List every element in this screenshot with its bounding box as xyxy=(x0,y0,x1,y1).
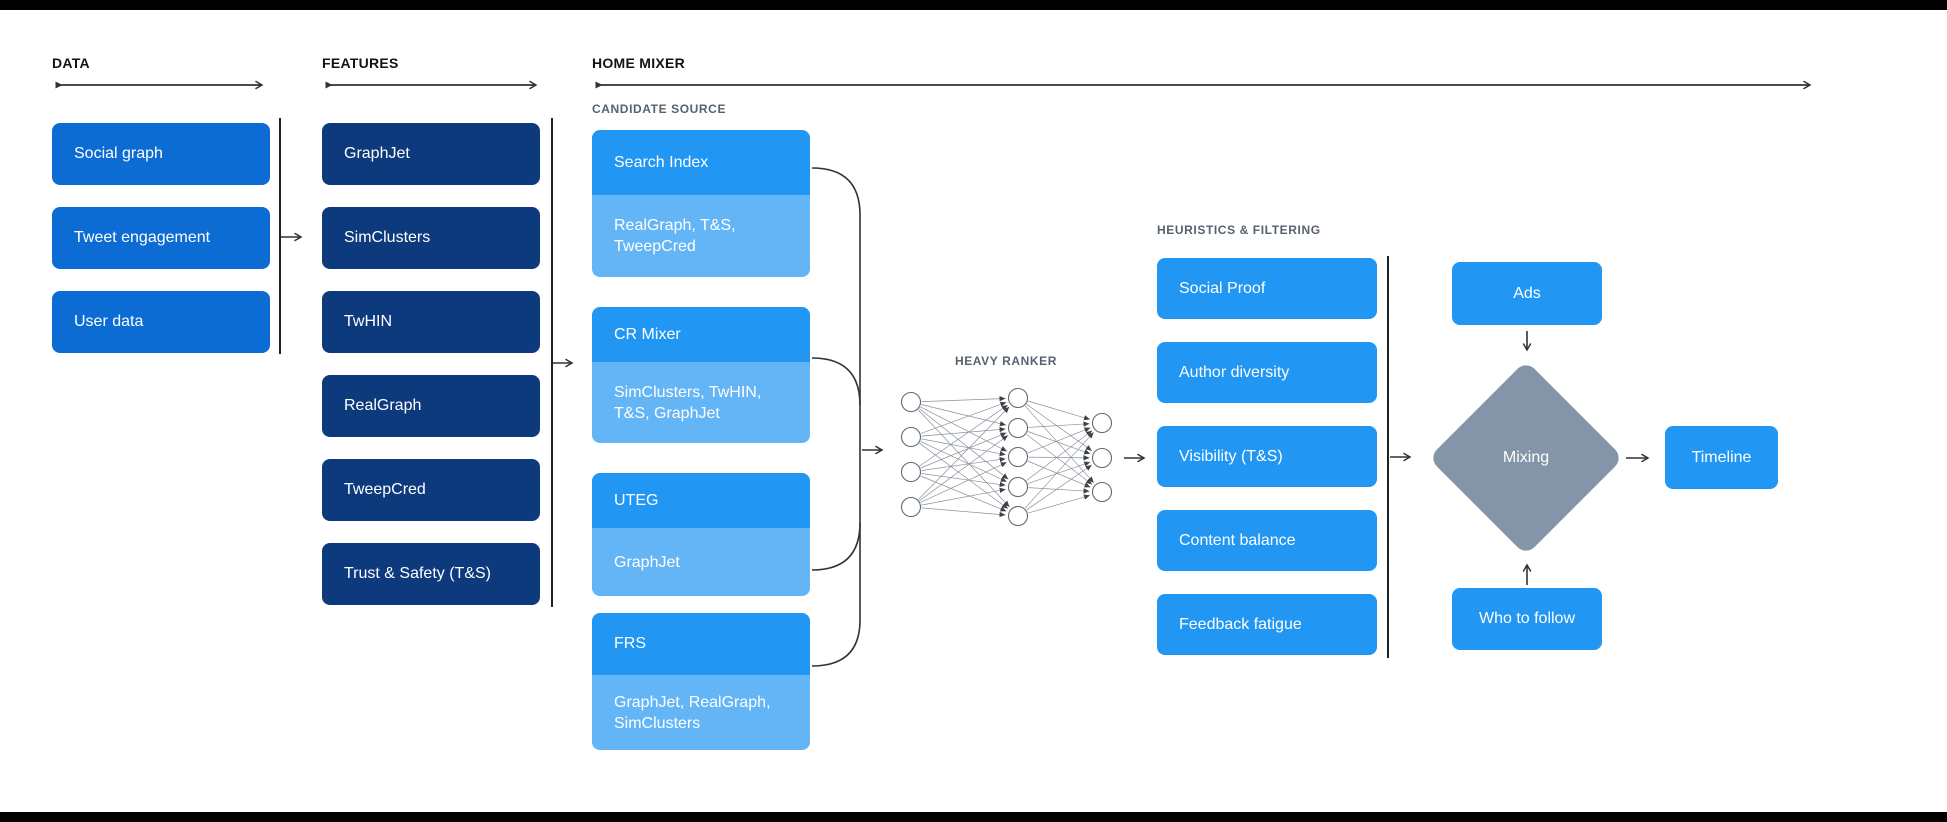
node-graphjet: GraphJet xyxy=(322,123,540,185)
bottom-letterbox-bar xyxy=(0,812,1947,822)
node-twhin: TwHIN xyxy=(322,291,540,353)
node-timeline: Timeline xyxy=(1665,426,1778,489)
node-search-index: Search Index RealGraph, T&S, TweepCred xyxy=(592,130,810,277)
search-index-curve xyxy=(811,167,861,216)
search-index-sources: RealGraph, T&S, TweepCred xyxy=(592,195,810,277)
candidate-source-label: CANDIDATE SOURCE xyxy=(592,102,727,116)
features-section-label: FEATURES xyxy=(322,55,399,71)
uteg-sources: GraphJet xyxy=(592,528,810,596)
cr-mixer-curve xyxy=(811,357,861,406)
neural-network-graphic xyxy=(900,387,1113,527)
cr-mixer-sources: SimClusters, TwHIN, T&S, GraphJet xyxy=(592,362,810,443)
heavy-ranker-label: HEAVY RANKER xyxy=(954,354,1058,368)
node-tweet-engagement: Tweet engagement xyxy=(52,207,270,269)
frs-sources: GraphJet, RealGraph, SimClusters xyxy=(592,675,810,750)
node-realgraph: RealGraph xyxy=(322,375,540,437)
node-simclusters: SimClusters xyxy=(322,207,540,269)
node-tweepcred: TweepCred xyxy=(322,459,540,521)
top-letterbox-bar xyxy=(0,0,1947,10)
cr-mixer-title: CR Mixer xyxy=(592,307,810,362)
node-trust-safety: Trust & Safety (T&S) xyxy=(322,543,540,605)
data-section-label: DATA xyxy=(52,55,90,71)
node-who-to-follow: Who to follow xyxy=(1452,588,1602,650)
search-index-title: Search Index xyxy=(592,130,810,195)
uteg-title: UTEG xyxy=(592,473,810,528)
node-content-balance: Content balance xyxy=(1157,510,1377,571)
node-feedback-fatigue: Feedback fatigue xyxy=(1157,594,1377,655)
node-social-graph: Social graph xyxy=(52,123,270,185)
node-author-diversity: Author diversity xyxy=(1157,342,1377,403)
node-mixing: Mixing xyxy=(1502,449,1550,466)
node-visibility: Visibility (T&S) xyxy=(1157,426,1377,487)
node-ads: Ads xyxy=(1452,262,1602,325)
node-user-data: User data xyxy=(52,291,270,353)
node-social-proof: Social Proof xyxy=(1157,258,1377,319)
node-cr-mixer: CR Mixer SimClusters, TwHIN, T&S, GraphJ… xyxy=(592,307,810,443)
uteg-curve xyxy=(811,522,861,571)
heuristics-label: HEURISTICS & FILTERING xyxy=(1157,223,1321,237)
frs-curve xyxy=(811,619,861,667)
home-mixer-section-label: HOME MIXER xyxy=(592,55,686,71)
frs-title: FRS xyxy=(592,613,810,675)
node-uteg: UTEG GraphJet xyxy=(592,473,810,596)
node-frs: FRS GraphJet, RealGraph, SimClusters xyxy=(592,613,810,750)
